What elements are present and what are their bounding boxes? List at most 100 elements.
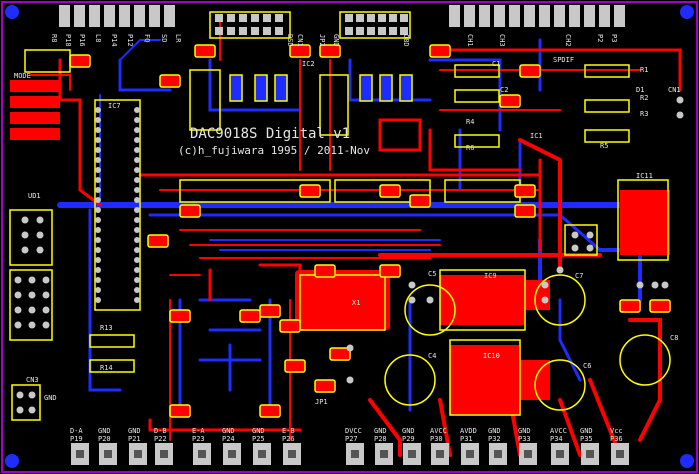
ic7-pin <box>134 177 140 183</box>
ic7-pin <box>95 117 101 123</box>
top-silk-label: DSD <box>286 34 294 47</box>
bottom-connector-hole <box>258 450 266 458</box>
capacitor <box>284 359 306 373</box>
ic7-pin <box>95 197 101 203</box>
capacitor <box>314 379 336 393</box>
ic7-pin <box>134 257 140 263</box>
capacitor <box>289 44 311 58</box>
top-pads <box>59 5 625 27</box>
top-header-pad <box>614 5 625 27</box>
top-header-pad <box>104 5 115 27</box>
label-c6: C6 <box>583 362 591 370</box>
header-pad <box>400 14 408 22</box>
via <box>14 306 22 314</box>
bottom-connector-label: AVDD <box>460 427 477 435</box>
top-silk-label: P12 <box>126 34 134 47</box>
ic-dsd-outline <box>319 74 349 136</box>
capacitor <box>499 94 521 108</box>
bottom-connector-label: E-A <box>192 427 205 435</box>
ic7-pin <box>95 277 101 283</box>
capacitors <box>69 44 671 418</box>
via <box>42 321 50 329</box>
top-header-pad <box>509 5 520 27</box>
capacitor <box>409 194 431 208</box>
ic7-pin <box>134 277 140 283</box>
via <box>42 291 50 299</box>
header-pad <box>367 14 375 22</box>
bottom-connector-ref: P23 <box>192 435 205 443</box>
ic7-pin <box>134 217 140 223</box>
capacitor <box>169 309 191 323</box>
capacitor <box>314 264 336 278</box>
top-header-pad <box>149 5 160 27</box>
ic7-pin <box>134 167 140 173</box>
top-silk-label: CH3 <box>498 34 506 47</box>
top-header-pad <box>134 5 145 27</box>
capacitor <box>319 44 341 58</box>
header-pad <box>378 27 386 35</box>
top-silk-label: P3 <box>610 34 618 42</box>
top-silk-label: JP2 <box>318 34 326 47</box>
via <box>586 231 594 239</box>
bottom-connector-hole <box>198 450 206 458</box>
capacitor <box>69 54 91 68</box>
label-ic1: IC1 <box>530 132 543 140</box>
mounting-holes <box>5 5 694 468</box>
header-pad <box>251 27 259 35</box>
header-pad <box>389 27 397 35</box>
capacitor <box>179 204 201 218</box>
label-r4: R4 <box>466 118 474 126</box>
resistor-horizontal <box>454 134 500 148</box>
via <box>541 281 549 289</box>
capacitor <box>169 404 191 418</box>
top-header-pad <box>164 5 175 27</box>
capacitor <box>159 74 181 88</box>
via <box>408 296 416 304</box>
label-r13: R13 <box>100 324 113 332</box>
capacitor <box>429 44 451 58</box>
label-r2: R2 <box>640 94 648 102</box>
top-silk-label: P16 <box>78 34 86 47</box>
resistor-horizontal <box>584 129 630 143</box>
capacitor <box>299 184 321 198</box>
ic7-pin <box>95 237 101 243</box>
label-cn3: CN3 <box>26 376 39 384</box>
top-silk-label: CH2 <box>564 34 572 47</box>
via <box>42 276 50 284</box>
header-pad <box>367 27 375 35</box>
top-header-pad <box>59 5 70 27</box>
top-header-pad <box>584 5 595 27</box>
resistor-horizontal <box>584 99 630 113</box>
header-pad <box>345 14 353 22</box>
via <box>651 281 659 289</box>
ic-outlines <box>94 69 669 416</box>
ic7-pin <box>95 217 101 223</box>
via <box>676 111 684 119</box>
label-r6: R6 <box>466 144 474 152</box>
via <box>636 281 644 289</box>
via <box>42 306 50 314</box>
via <box>28 406 36 414</box>
via <box>28 291 36 299</box>
via <box>21 231 29 239</box>
ic7-pin <box>95 157 101 163</box>
bottom-connector-label: D-B <box>154 427 167 435</box>
via <box>36 216 44 224</box>
capacitor <box>379 264 401 278</box>
bottom-connector-hole <box>494 450 502 458</box>
via <box>28 276 36 284</box>
via <box>28 391 36 399</box>
bottom-connector-hole <box>228 450 236 458</box>
resistor-horizontal <box>454 89 500 103</box>
via <box>661 281 669 289</box>
via <box>346 376 354 384</box>
bottom-connector-ref: P35 <box>580 435 593 443</box>
bottom-connector-label: DVCC <box>345 427 362 435</box>
label-spdif: SPDIF <box>553 56 574 64</box>
top-header-pad <box>554 5 565 27</box>
bottom-connector-ref: P22 <box>154 435 167 443</box>
header-pad <box>239 27 247 35</box>
label-gnd-left: GND <box>44 394 57 402</box>
ic7-pin <box>95 247 101 253</box>
label-d1: D1 <box>636 86 644 94</box>
